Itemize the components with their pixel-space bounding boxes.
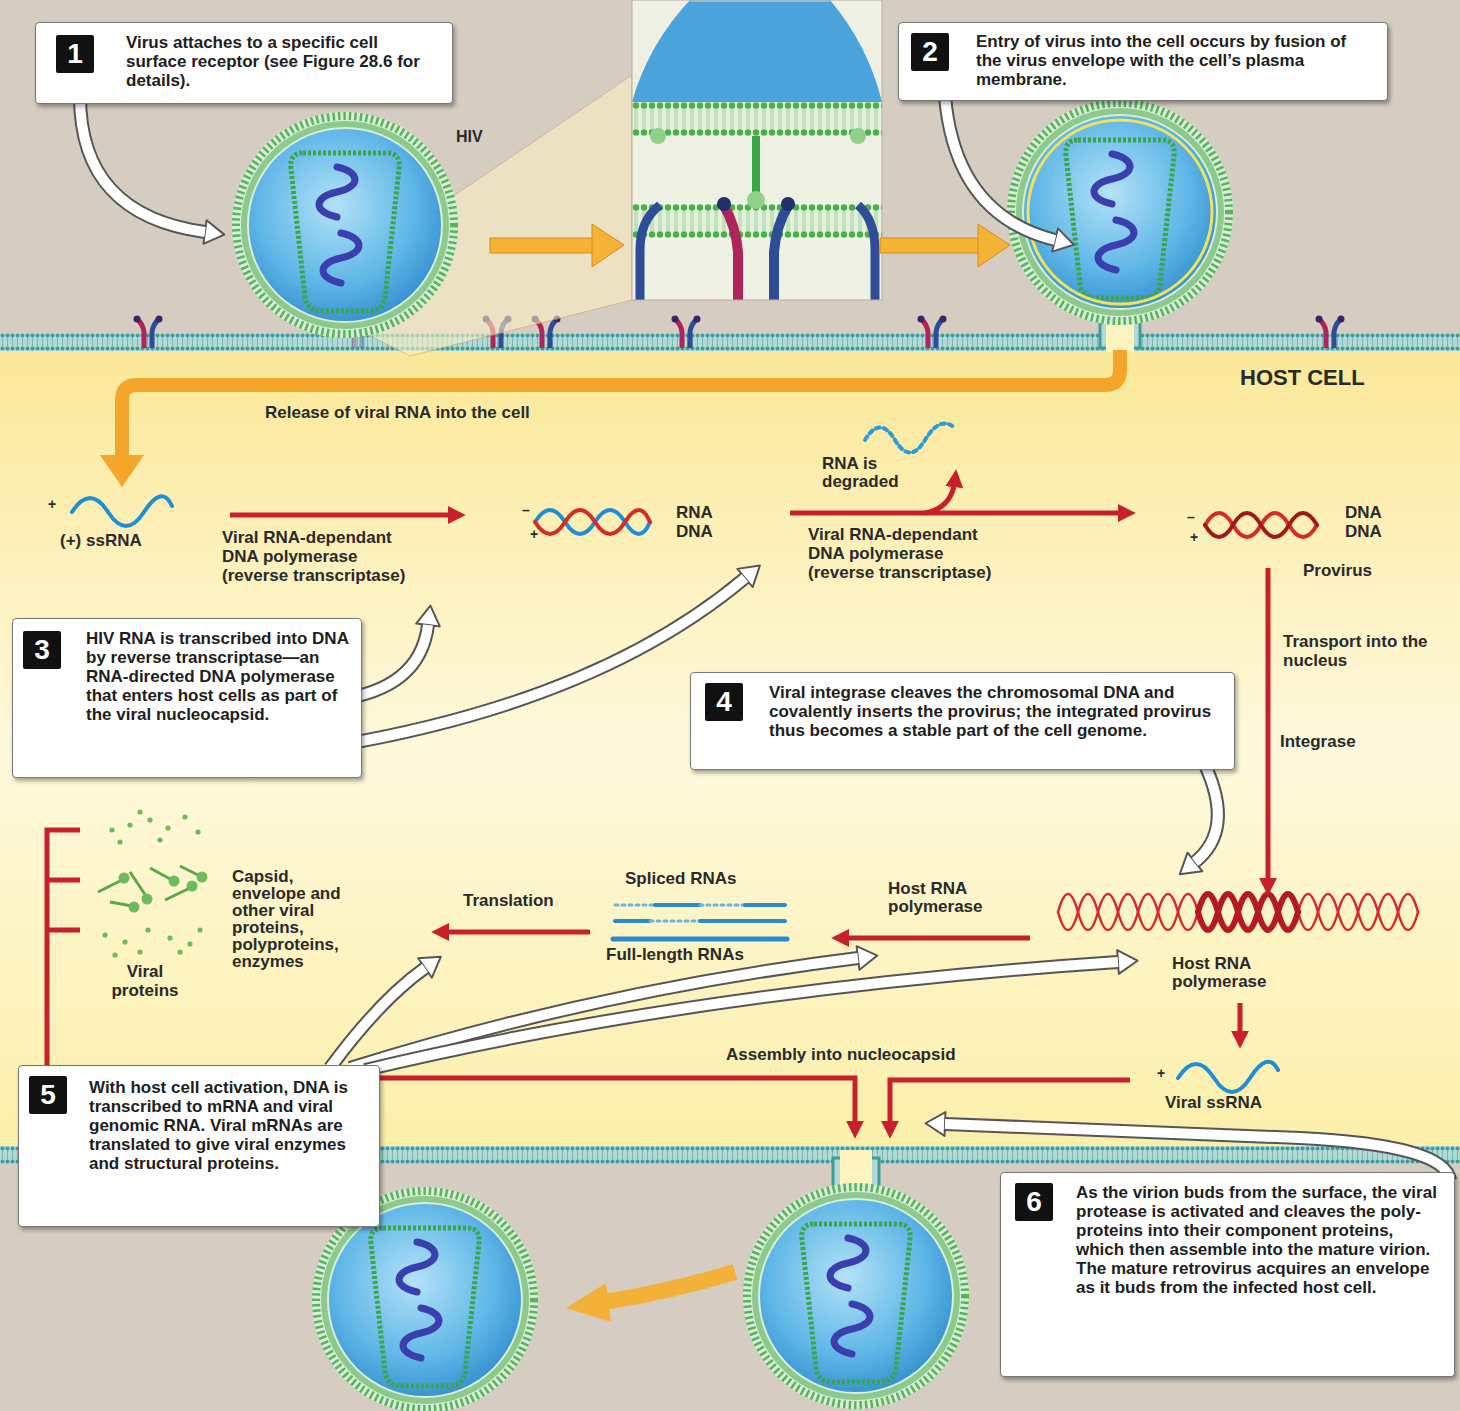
label: (+) ssRNA: [60, 532, 142, 550]
label: RNA DNA: [676, 503, 728, 541]
callout-badge: 1: [56, 35, 94, 73]
callout-text: Virus attaches to a specific cell surfac…: [126, 33, 438, 90]
callout-badge: 5: [29, 1076, 67, 1114]
callout-box: Entry of virus into the cell occurs by f…: [898, 22, 1388, 101]
label: Viral RNA-dependant DNA polymerase (reve…: [808, 525, 1008, 582]
label: +: [48, 497, 56, 511]
callout-box: HIV RNA is transcribed into DNA by rever…: [12, 618, 362, 778]
label: Host RNA polymerase: [1172, 955, 1317, 992]
label: Translation: [463, 892, 554, 910]
label: Assembly into nucleocapsid: [726, 1046, 956, 1064]
label: –: [522, 503, 530, 517]
callout-box: Virus attaches to a specific cell surfac…: [35, 22, 453, 104]
callout-number: 3: [23, 631, 61, 669]
label: HOST CELL: [1240, 366, 1365, 390]
callout-box: As the virion buds from the surface, the…: [1000, 1172, 1455, 1377]
label: Viral ssRNA: [1165, 1094, 1262, 1112]
callout-text: As the virion buds from the surface, the…: [1076, 1183, 1440, 1297]
label: +: [1190, 530, 1198, 544]
callout-text: Entry of virus into the cell occurs by f…: [976, 32, 1373, 89]
label: Viral proteins: [95, 963, 195, 1000]
label: Full-length RNAs: [606, 946, 744, 964]
callout-number: 5: [29, 1076, 67, 1114]
callout-number: 6: [1015, 1183, 1053, 1221]
callout-badge: 4: [705, 683, 743, 721]
label: Capsid, envelope and other viral protein…: [232, 868, 362, 970]
label: –: [1187, 510, 1195, 524]
label: Viral RNA-dependant DNA polymerase (reve…: [222, 528, 422, 585]
callout-number: 4: [705, 683, 743, 721]
callout-text: With host cell activation, DNA is transc…: [89, 1078, 367, 1173]
label: Integrase: [1280, 733, 1356, 751]
callout-arrows: [80, 96, 1450, 1180]
callout-box: Viral integrase cleaves the chromosomal …: [690, 672, 1235, 770]
callout-text: HIV RNA is transcribed into DNA by rever…: [86, 629, 349, 724]
callout-number: 2: [911, 33, 949, 71]
label: Release of viral RNA into the cell: [265, 404, 530, 422]
label: Transport into the nucleus: [1283, 633, 1453, 670]
viral-proteins: [98, 809, 208, 957]
callout-number: 1: [56, 35, 94, 73]
callout-badge: 3: [23, 631, 61, 669]
red-arrows: [47, 480, 1268, 1128]
callout-text: Viral integrase cleaves the chromosomal …: [769, 683, 1220, 740]
callout-badge: 6: [1015, 1183, 1053, 1221]
callout-badge: 2: [911, 33, 949, 71]
label: Spliced RNAs: [625, 870, 736, 888]
label: +: [1157, 1066, 1165, 1080]
label: Host RNA polymerase: [888, 880, 1033, 917]
label: RNA is degraded: [822, 455, 937, 492]
label: DNA DNA: [1345, 503, 1397, 541]
callout-box: With host cell activation, DNA is transc…: [18, 1065, 380, 1227]
label: Provirus: [1303, 562, 1372, 580]
label: +: [530, 527, 538, 541]
label: HIV: [456, 128, 483, 145]
